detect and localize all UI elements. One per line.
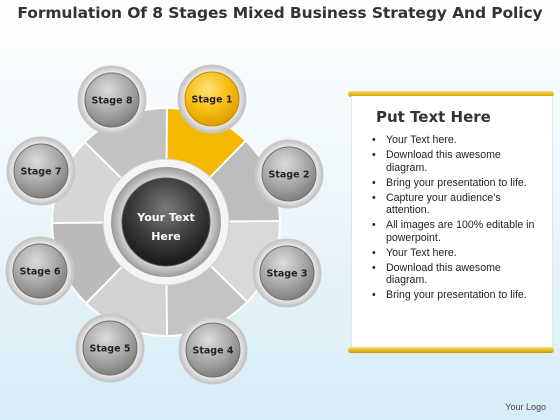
bullet-list: Your Text here. Download this awesome dia… <box>364 134 544 304</box>
stage-label: Stage 6 <box>20 267 61 278</box>
stage-node[interactable]: Stage 5 <box>75 313 145 383</box>
panel-roll-top <box>348 91 554 97</box>
stage-label: Stage 5 <box>90 344 131 355</box>
center-label-line2: Here <box>151 230 181 243</box>
stage-label: Stage 7 <box>21 167 62 178</box>
panel-title: Put Text Here <box>376 108 491 126</box>
stage-bubble <box>259 245 315 301</box>
stage-node[interactable]: Stage 6 <box>5 236 75 306</box>
stage-label: Stage 3 <box>267 269 308 280</box>
stage-bubble <box>184 71 240 127</box>
stage-label: Stage 2 <box>269 170 310 181</box>
stage-bubble <box>185 322 241 378</box>
bullet-item: Bring your presentation to life. <box>364 289 544 302</box>
stage-node[interactable]: Stage 7 <box>6 136 76 206</box>
stage-node[interactable]: Stage 3 <box>252 238 322 308</box>
stage-node[interactable]: Stage 2 <box>254 139 324 209</box>
bullet-item: Bring your presentation to life. <box>364 177 544 190</box>
stage-node[interactable]: Stage 1 <box>177 64 247 134</box>
bullet-item: Capture your audience’s attention. <box>364 192 544 217</box>
stage-label: Stage 1 <box>192 95 233 106</box>
bullet-item: Download this awesome diagram. <box>364 262 544 287</box>
slide-title: Formulation Of 8 Stages Mixed Business S… <box>17 4 543 22</box>
logo-text: Your Logo <box>505 402 546 412</box>
stage-node[interactable]: Stage 4 <box>178 315 248 385</box>
text-panel: Put Text Here Your Text here. Download th… <box>348 91 554 353</box>
stage-node[interactable]: Stage 8 <box>77 65 147 135</box>
bullet-item: Your Text here. <box>364 247 544 260</box>
panel-sheet: Put Text Here Your Text here. Download th… <box>351 96 553 348</box>
stage-label: Stage 8 <box>92 96 133 107</box>
stage-bubble <box>84 72 140 128</box>
stage-bubble <box>82 320 138 376</box>
stage-bubble <box>261 146 317 202</box>
stage-bubble <box>12 243 68 299</box>
panel-roll-bottom <box>348 347 554 353</box>
center-label-line1: Your Text <box>136 211 194 224</box>
center-hub <box>121 177 211 267</box>
bullet-item: Download this awesome diagram. <box>364 149 544 174</box>
bullet-item: Your Text here. <box>364 134 544 147</box>
stage-label: Stage 4 <box>193 346 234 357</box>
bullet-item: All images are 100% editable in powerpoi… <box>364 219 544 244</box>
stage-bubble <box>13 143 69 199</box>
